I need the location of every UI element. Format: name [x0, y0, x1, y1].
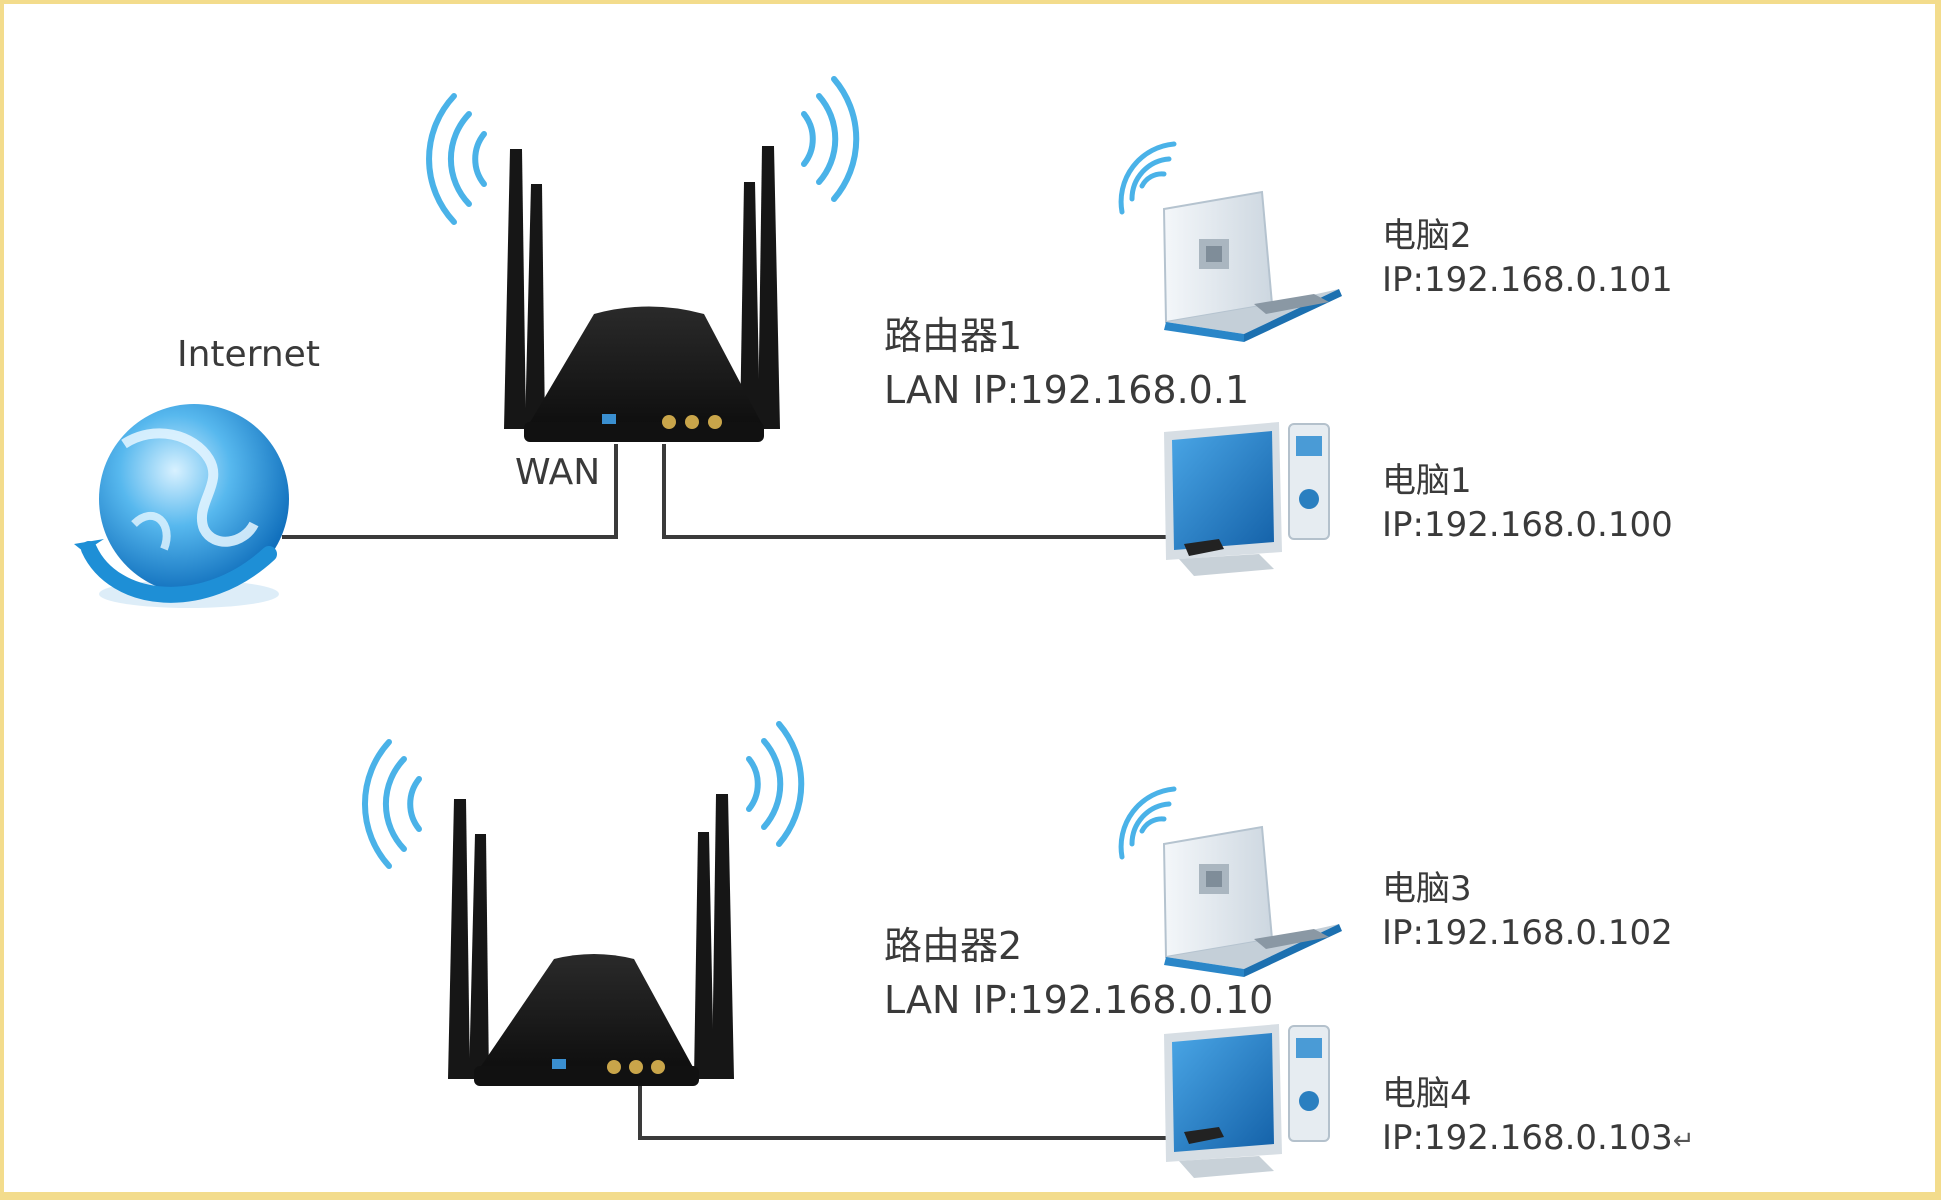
pc2-label: 电脑2 IP:192.168.0.101 — [1382, 214, 1673, 302]
wifi-signal-icon — [1118, 141, 1177, 215]
laptop-icon — [1118, 141, 1342, 342]
pc1-label: 电脑1 IP:192.168.0.100 — [1382, 459, 1673, 547]
pc3-name: 电脑3 — [1382, 869, 1472, 909]
pc2-name: 电脑2 — [1382, 216, 1472, 256]
pc4-label: 电脑4 IP:192.168.0.103↵ — [1382, 1072, 1695, 1163]
cable-internet-wan — [282, 444, 618, 539]
router1-name: 路由器1 — [884, 314, 1023, 358]
laptop-icon — [1118, 786, 1342, 977]
pc4-ip-row: IP:192.168.0.103↵ — [1382, 1116, 1695, 1163]
wan-port-label: WAN — [515, 452, 601, 493]
cable-router2-pc4 — [638, 1084, 1179, 1140]
router2-lan-ip: LAN IP:192.168.0.10 — [884, 978, 1274, 1022]
pc1-ip: IP:192.168.0.100 — [1382, 505, 1673, 545]
router-icon — [361, 721, 805, 1086]
cables — [282, 444, 1179, 1140]
desktop-pc-icon — [1164, 422, 1330, 576]
pc1-name: 电脑1 — [1382, 461, 1472, 501]
internet-label: Internet — [177, 334, 320, 375]
wifi-signal-icon — [426, 76, 860, 225]
router1-lan-ip: LAN IP:192.168.0.1 — [884, 368, 1250, 412]
router2-name: 路由器2 — [884, 924, 1023, 968]
pc3-label: 电脑3 IP:192.168.0.102 — [1382, 867, 1673, 955]
return-mark: ↵ — [1672, 1126, 1695, 1156]
router2-label: 路由器2 LAN IP:192.168.0.10 — [884, 919, 1273, 1027]
pc4-name: 电脑4 — [1382, 1074, 1472, 1114]
wifi-signal-icon — [361, 721, 805, 869]
cable-router1-pc1 — [662, 444, 1179, 539]
pc4-ip: IP:192.168.0.103 — [1382, 1118, 1673, 1158]
desktop-pc-icon — [1164, 1024, 1330, 1178]
diagram-canvas — [74, 76, 1342, 1178]
pc2-ip: IP:192.168.0.101 — [1382, 260, 1673, 300]
wifi-signal-icon — [1118, 786, 1177, 860]
router-icon — [426, 76, 860, 442]
pc3-ip: IP:192.168.0.102 — [1382, 913, 1673, 953]
router1-label: 路由器1 LAN IP:192.168.0.1 — [884, 309, 1249, 417]
network-diagram: Internet WAN 路由器1 LAN IP:192.168.0.1 路由器… — [4, 4, 1935, 1192]
globe-icon — [74, 404, 289, 608]
